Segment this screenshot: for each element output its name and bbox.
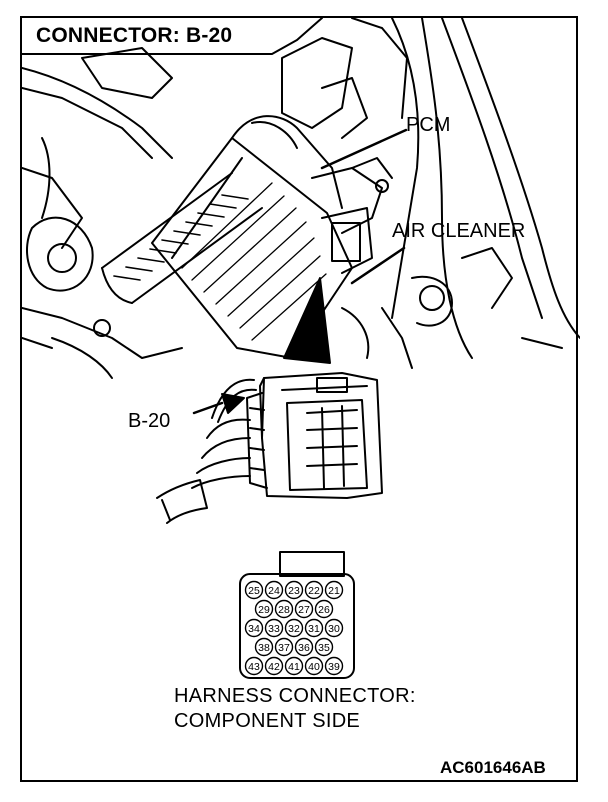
pin-41: 41 bbox=[288, 661, 300, 673]
pin-31: 31 bbox=[308, 623, 320, 635]
pin-22: 22 bbox=[308, 585, 320, 597]
pin-25: 25 bbox=[248, 585, 260, 597]
pin-43: 43 bbox=[248, 661, 260, 673]
connector-ref-label: B-20 bbox=[128, 410, 171, 432]
pin-35: 35 bbox=[318, 642, 330, 654]
pin-32: 32 bbox=[288, 623, 300, 635]
engine-bay-illustration: 25 24 23 22 21 29 28 27 26 34 33 32 31 3… bbox=[22, 18, 580, 679]
pin-27: 27 bbox=[298, 604, 310, 616]
pin-30: 30 bbox=[328, 623, 340, 635]
pin-21: 21 bbox=[328, 585, 340, 597]
pin-29: 29 bbox=[258, 604, 270, 616]
air-cleaner-label: AIR CLEANER bbox=[392, 220, 526, 242]
pin-26: 26 bbox=[318, 604, 330, 616]
pin-24: 24 bbox=[268, 585, 280, 597]
figure-code: AC601646AB bbox=[440, 758, 546, 777]
pin-39: 39 bbox=[328, 661, 340, 673]
pin-33: 33 bbox=[268, 623, 280, 635]
pin-28: 28 bbox=[278, 604, 290, 616]
pin-38: 38 bbox=[258, 642, 270, 654]
diagram-frame: 25 24 23 22 21 29 28 27 26 34 33 32 31 3… bbox=[20, 16, 580, 782]
pin-42: 42 bbox=[268, 661, 280, 673]
pin-37: 37 bbox=[278, 642, 290, 654]
diagram-title: CONNECTOR: B-20 bbox=[36, 24, 233, 47]
harness-connector-pinout bbox=[244, 580, 344, 676]
harness-caption-line1: HARNESS CONNECTOR: bbox=[174, 685, 416, 707]
pin-34: 34 bbox=[248, 623, 260, 635]
pin-40: 40 bbox=[308, 661, 320, 673]
pin-23: 23 bbox=[288, 585, 300, 597]
harness-caption-line2: COMPONENT SIDE bbox=[174, 710, 361, 732]
pcm-label: PCM bbox=[406, 114, 451, 136]
pin-36: 36 bbox=[298, 642, 310, 654]
